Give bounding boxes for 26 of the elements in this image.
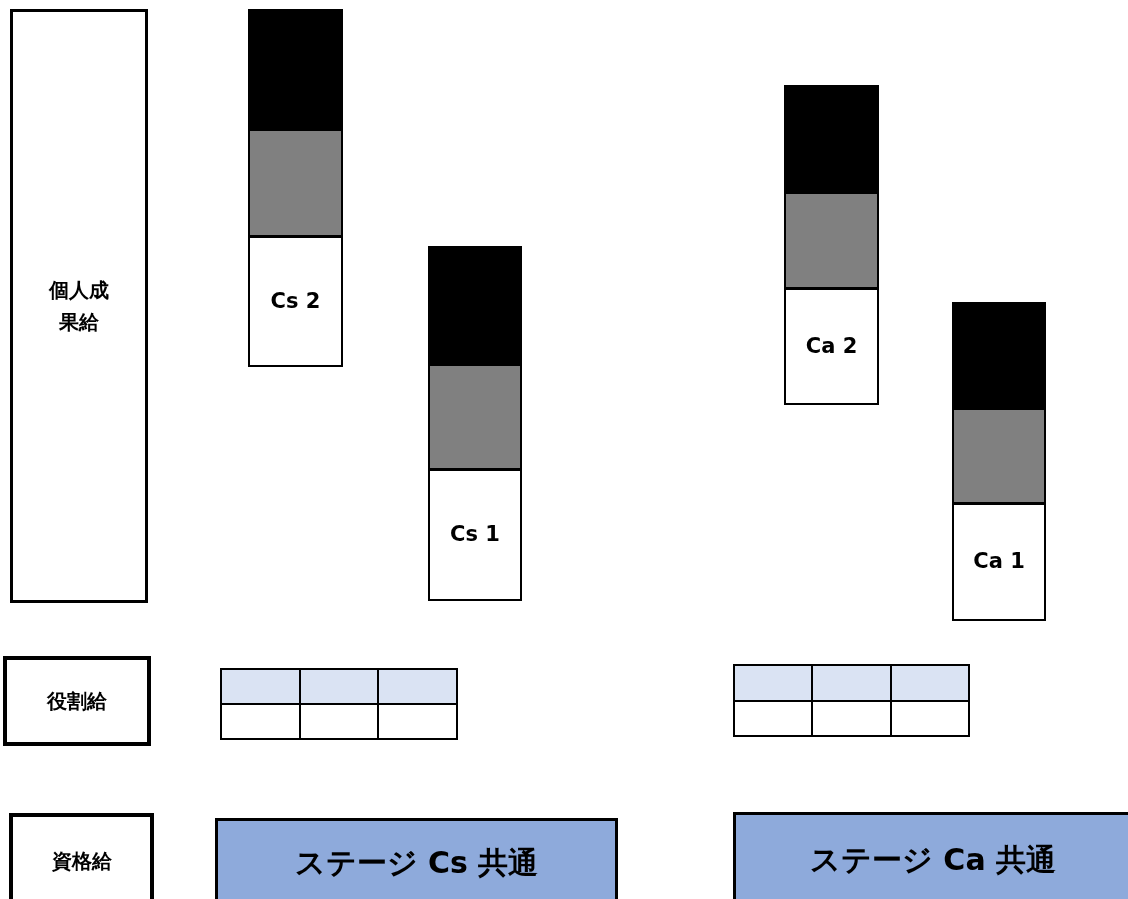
label-box: [9, 813, 154, 899]
box-label: Cs 2: [270, 287, 321, 315]
label-box: [3, 656, 151, 746]
label-box: [428, 469, 522, 601]
label-box: [952, 503, 1046, 621]
bar-segment: [248, 129, 343, 237]
bar-segment: [784, 85, 879, 193]
box-label: 役割給: [47, 688, 107, 715]
label-box: [215, 818, 618, 899]
label-box: [248, 236, 343, 367]
bar-segment: [428, 364, 522, 470]
bar-segment: [248, 9, 343, 130]
bar-segment: [952, 302, 1046, 409]
box-label: Cs 1: [450, 521, 500, 549]
box-label: 個人成果給: [48, 277, 110, 336]
box-label: ステージ Cs 共通: [294, 844, 539, 882]
bar-segment: [784, 192, 879, 289]
label-box: [784, 288, 879, 405]
bar-segment: [428, 246, 522, 365]
box-label: Ca 2: [805, 332, 858, 360]
label-box: [10, 9, 148, 603]
box-label: ステージ Ca 共通: [809, 841, 1057, 879]
box-label: 資格給: [51, 848, 112, 875]
box-label: Ca 1: [973, 548, 1025, 576]
label-box: [733, 812, 1128, 899]
bar-segment: [952, 408, 1046, 504]
